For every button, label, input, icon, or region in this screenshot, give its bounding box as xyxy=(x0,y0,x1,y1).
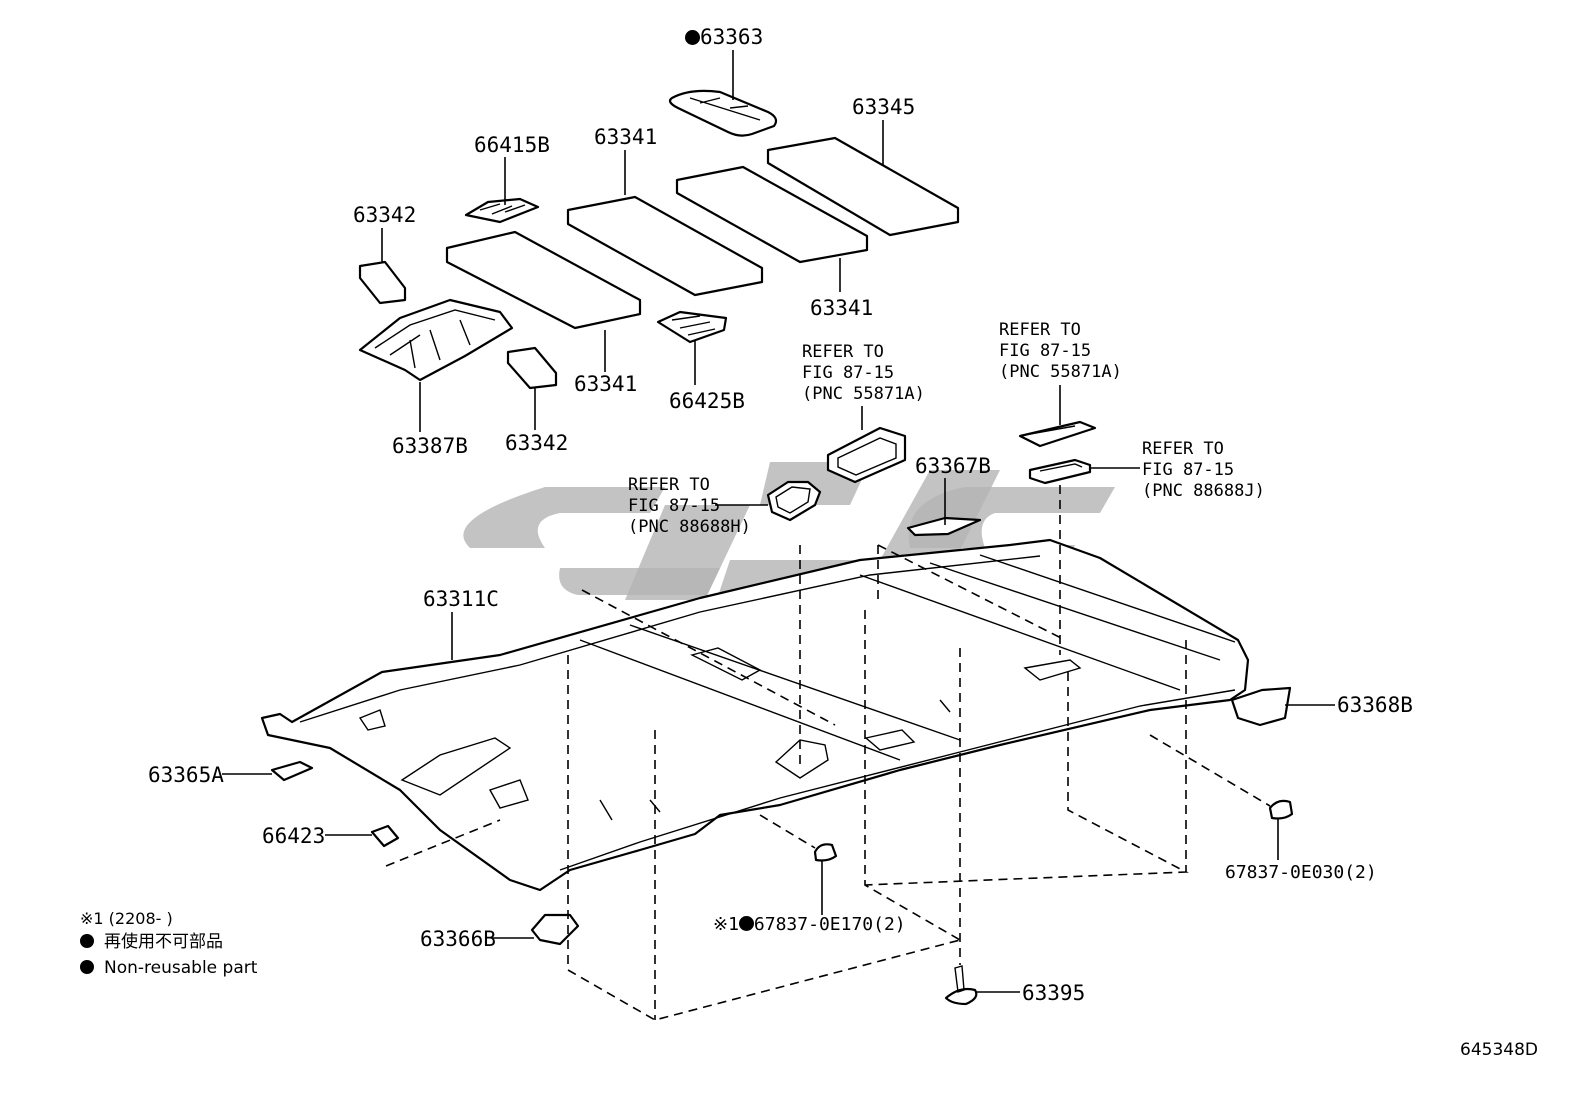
frame-88688H xyxy=(766,480,822,522)
refer-note-left: REFER TO FIG 87-15 (PNC 88688H) xyxy=(628,475,751,538)
label-63367B: 63367B xyxy=(915,454,991,478)
pad-66423 xyxy=(370,824,400,848)
legend-note: ※1 (2208- ) xyxy=(80,909,173,928)
legend-jp: 再使用不可部品 xyxy=(80,934,223,951)
label-66423: 66423 xyxy=(262,824,326,848)
refer-note-line: (PNC 55871A) xyxy=(802,384,925,404)
bracket-63367B xyxy=(906,516,982,537)
label-63342-top: 63342 xyxy=(353,203,417,227)
refer-note-line: FIG 87-15 xyxy=(802,363,895,383)
clip-63365A xyxy=(270,760,314,782)
label-66425B: 66425B xyxy=(669,389,745,413)
refer-note-line: REFER TO xyxy=(628,475,710,495)
refer-note-line: REFER TO xyxy=(999,320,1081,340)
cap-67837-0E170 xyxy=(813,843,838,862)
label-63341-left: 63341 xyxy=(574,372,638,396)
refer-note-line: (PNC 55871A) xyxy=(999,362,1122,382)
panel-63341-left xyxy=(445,230,642,330)
frame-55871A-right xyxy=(1018,420,1097,448)
label-63311C: 63311C xyxy=(423,587,499,611)
label-63363: 63363 xyxy=(685,27,763,48)
block-63342-bottom xyxy=(506,346,558,390)
non-reusable-icon xyxy=(685,30,700,45)
legend-en: Non-reusable part xyxy=(80,960,257,977)
clip-63395 xyxy=(944,965,978,1006)
pad-66425B-detail xyxy=(671,315,716,336)
headliner-63311C xyxy=(260,538,1250,892)
cap-67837-0E030 xyxy=(1268,799,1294,820)
refer-note-line: FIG 87-15 xyxy=(628,496,721,516)
label-63342-bottom: 63342 xyxy=(505,431,569,455)
panel-63345 xyxy=(766,136,960,237)
label-67837-0E030: 67837-0E030(2) xyxy=(1225,862,1377,883)
label-66415B: 66415B xyxy=(474,133,550,157)
label-63363-text: 63363 xyxy=(700,25,764,49)
refer-note-line: (PNC 88688H) xyxy=(628,517,751,537)
label-63368B: 63368B xyxy=(1337,693,1413,717)
label-63387B: 63387B xyxy=(392,434,468,458)
clip-63368B xyxy=(1230,686,1292,727)
label-63341-right: 63341 xyxy=(810,296,874,320)
frame-55871A-center xyxy=(826,426,907,484)
refer-note-line: REFER TO xyxy=(802,342,884,362)
part-63363-shape xyxy=(668,89,778,137)
non-reusable-icon xyxy=(80,960,94,974)
refer-note-right: REFER TO FIG 87-15 (PNC 55871A) xyxy=(999,320,1122,383)
refer-note-line: REFER TO xyxy=(1142,439,1224,459)
refer-note-center: REFER TO FIG 87-15 (PNC 55871A) xyxy=(802,342,925,405)
label-67837-0E170-text: 67837-0E170(2) xyxy=(753,914,906,935)
label-63395: 63395 xyxy=(1022,981,1086,1005)
bracket-63387B xyxy=(358,298,514,382)
label-63365A: 63365A xyxy=(148,763,224,787)
non-reusable-icon xyxy=(738,916,754,931)
note-mark: ※1 xyxy=(713,914,739,935)
refer-note-line: FIG 87-15 xyxy=(1142,460,1235,480)
legend-jp-text: 再使用不可部品 xyxy=(104,932,223,952)
label-63345: 63345 xyxy=(852,95,916,119)
refer-note-line: (PNC 88688J) xyxy=(1142,481,1265,501)
label-63341-top: 63341 xyxy=(594,125,658,149)
non-reusable-icon xyxy=(80,934,94,948)
frame-88688J xyxy=(1028,458,1092,485)
legend-en-text: Non-reusable part xyxy=(104,958,258,978)
figure-code: 645348D xyxy=(1460,1040,1538,1060)
panel-63341-right xyxy=(675,165,869,264)
panel-63341-top xyxy=(566,195,764,297)
clip-63366B xyxy=(530,913,580,946)
dashed-guides xyxy=(385,485,1271,1021)
pad-66415B-detail xyxy=(479,203,526,215)
leader-lines xyxy=(222,50,1335,993)
refer-note-line: FIG 87-15 xyxy=(999,341,1092,361)
block-63342-top xyxy=(358,260,407,305)
label-67837-0E170: ※1 67837-0E170(2) xyxy=(713,916,906,934)
refer-note-far-right: REFER TO FIG 87-15 (PNC 88688J) xyxy=(1142,439,1265,502)
label-63366B: 63366B xyxy=(420,927,496,951)
